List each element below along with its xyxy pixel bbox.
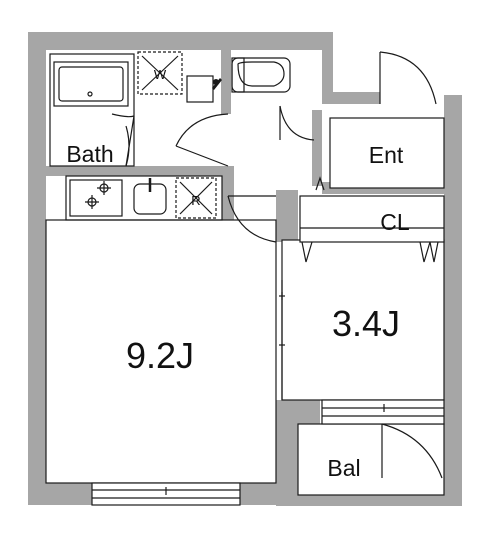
kitchen-sink [133, 178, 167, 215]
washer [137, 51, 183, 95]
bath-floor [49, 53, 135, 167]
room-label-closet: CL [380, 209, 410, 235]
closet-door-marks [300, 176, 444, 263]
bath-door-swing [111, 113, 135, 167]
room-label-main: 9.2J [126, 335, 194, 376]
main-room-window [91, 482, 241, 506]
room-outlines [45, 53, 445, 496]
room-label-balcony: Bal [327, 455, 360, 481]
toilet-door-swing [279, 105, 315, 141]
corridor-door-swing [175, 113, 229, 167]
entrance-door-swing [379, 51, 437, 105]
balcony-door-swing [381, 423, 443, 479]
bathtub [53, 61, 129, 107]
fridge [175, 177, 217, 219]
bedroom-floor [281, 239, 445, 401]
room-label-bedroom: 3.4J [332, 303, 400, 344]
main-room-door-swing [227, 195, 277, 243]
room-label-entrance: Ent [369, 142, 404, 168]
balcony-floor [297, 423, 445, 496]
toilet [186, 57, 291, 103]
kitchen-counter [65, 175, 223, 221]
closet-floor [299, 195, 445, 243]
bedroom-sliding-door [279, 280, 285, 400]
balcony-window [321, 399, 445, 425]
sink-icon [212, 78, 222, 90]
fridge-label: R [191, 193, 200, 208]
washer-label: W [154, 67, 167, 82]
entrance-floor [329, 117, 445, 189]
room-label-bath: Bath [66, 141, 113, 167]
stove-burner-icon [85, 181, 111, 209]
